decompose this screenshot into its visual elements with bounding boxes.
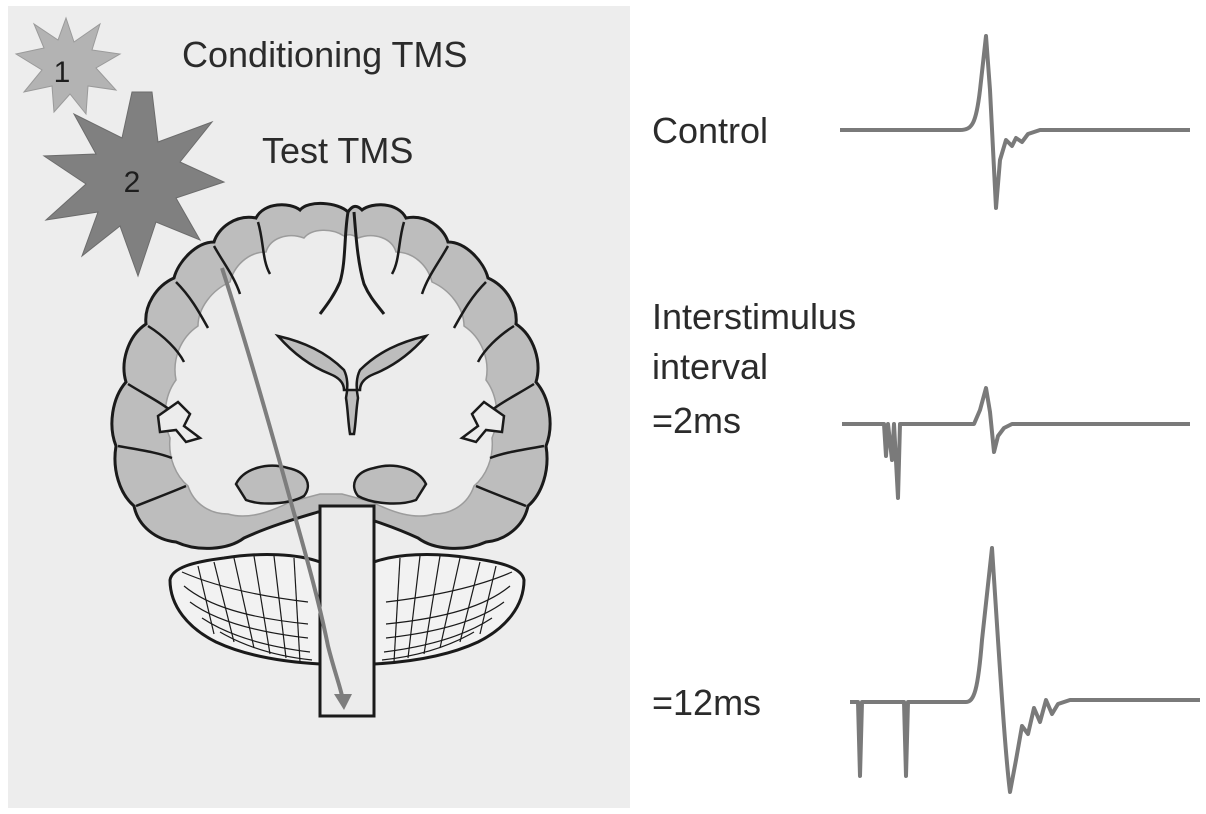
control-trace <box>840 36 1190 208</box>
isi-2ms-trace <box>842 388 1190 498</box>
isi-12ms-trace <box>850 548 1200 792</box>
